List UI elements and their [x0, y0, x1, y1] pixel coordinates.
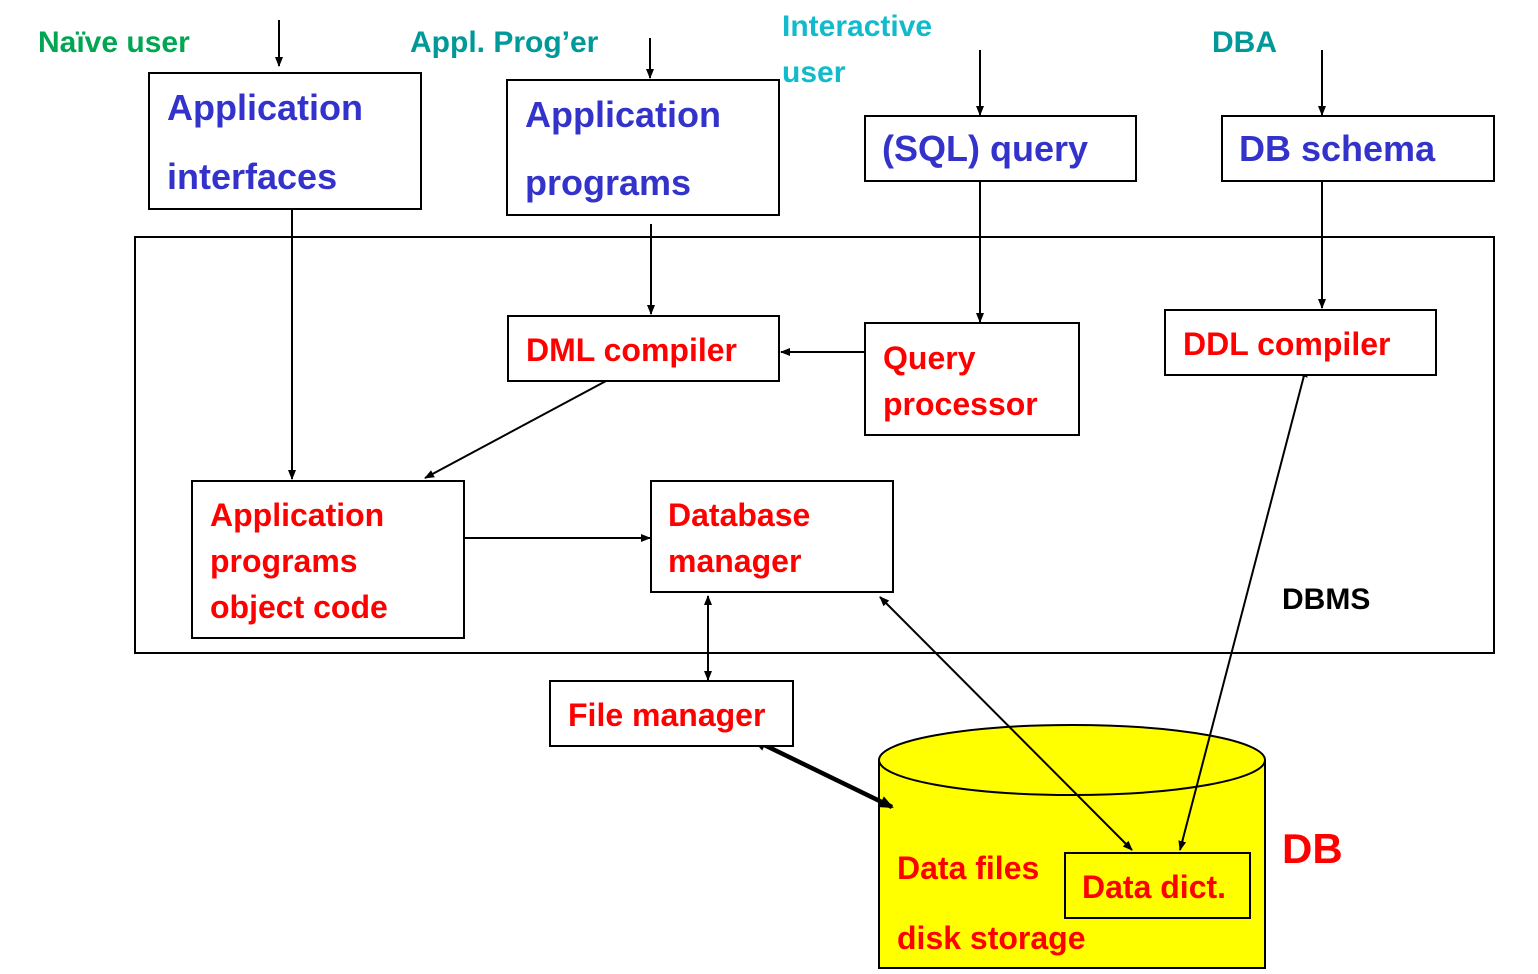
- naive-user-label: Naïve user: [38, 26, 190, 59]
- query-processor-line2: processor: [883, 386, 1038, 422]
- sql-query-box: (SQL) query: [864, 115, 1137, 182]
- db-schema-label: DB schema: [1239, 128, 1436, 169]
- application-programs-line2: programs: [525, 162, 692, 203]
- object-code-box: Application programs object code: [191, 480, 465, 639]
- disk-storage-label: disk storage: [897, 920, 1086, 956]
- database-manager-line1: Database: [668, 497, 811, 533]
- database-manager-line2: manager: [668, 543, 802, 579]
- application-interfaces-box: Application interfaces: [148, 72, 422, 210]
- sql-query-label: (SQL) query: [882, 128, 1089, 169]
- arrow-ddl-data-dict: [1178, 367, 1308, 851]
- application-programs-line1: Application: [525, 94, 721, 135]
- file-manager-box: File manager: [549, 680, 794, 747]
- dbms-label: DBMS: [1282, 583, 1371, 616]
- dml-compiler-box: DML compiler: [507, 315, 780, 382]
- object-code-line1: Application: [210, 497, 385, 533]
- appl-programmer-label: Appl. Prog’er: [410, 26, 599, 59]
- data-dict-label: Data dict.: [1082, 869, 1227, 905]
- db-label: DB: [1282, 825, 1343, 872]
- interactive-user-label-line1: Interactive: [782, 10, 933, 43]
- database-manager-box: Database manager: [650, 480, 894, 593]
- data-dict-box: Data dict.: [1064, 852, 1251, 919]
- data-files-label: Data files: [897, 850, 1040, 886]
- ddl-compiler-box: DDL compiler: [1164, 309, 1437, 376]
- object-code-line2: programs: [210, 543, 358, 579]
- interactive-user-label-line2: user: [782, 56, 846, 89]
- arrow-db-manager-data-dict: [879, 596, 1133, 851]
- query-processor-box: Query processor: [864, 322, 1080, 436]
- file-manager-label: File manager: [568, 697, 766, 733]
- application-interfaces-line2: interfaces: [167, 156, 338, 197]
- application-interfaces-line1: Application: [167, 87, 363, 128]
- dbms-container: [134, 236, 1495, 654]
- dml-compiler-label: DML compiler: [526, 332, 737, 368]
- dba-label: DBA: [1212, 26, 1277, 59]
- application-programs-box: Application programs: [506, 79, 780, 216]
- arrow-dml-to-object-code: [424, 380, 607, 479]
- object-code-line3: object code: [210, 589, 388, 625]
- ddl-compiler-label: DDL compiler: [1183, 326, 1391, 362]
- arrow-file-manager-storage: [752, 737, 894, 810]
- db-schema-box: DB schema: [1221, 115, 1495, 182]
- query-processor-line1: Query: [883, 340, 976, 376]
